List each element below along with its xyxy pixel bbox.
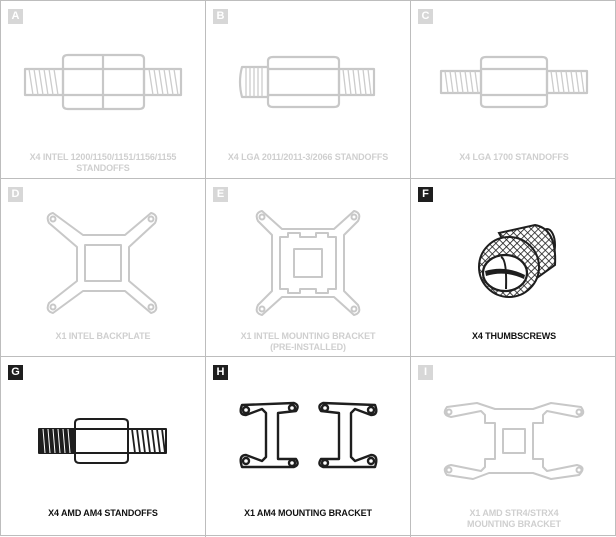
part-caption: X4 INTEL 1200/1150/1151/1156/1155 STANDO…: [29, 152, 177, 173]
thumbscrew-icon: [478, 223, 557, 298]
part-caption: X1 AMD STR4/STRX4 MOUNTING BRACKET: [467, 508, 561, 529]
lga2011-standoff-icon: [238, 55, 376, 109]
intel-backplate-icon: [46, 212, 158, 314]
part-cell-f: F X4 THUMBSCREWS: [411, 179, 616, 357]
part-cell-h: H X1 AM4 MOUNTING BRACKET: [206, 357, 411, 537]
part-caption: X1 AM4 MOUNTING BRACKET: [244, 508, 372, 518]
intel-standoff-icon: [23, 53, 183, 111]
part-letter-badge: F: [418, 187, 433, 202]
part-cell-c: C X4 LGA 1700 STANDOFFS: [411, 1, 616, 179]
part-cell-b: B X4 LGA 2011/2011-3/2066 STANDOFFS: [206, 1, 411, 179]
part-caption: X4 THUMBSCREWS: [471, 331, 557, 341]
amd-am4-standoff-icon: [38, 418, 167, 464]
part-cell-e: E X1 INTEL MOUNTING BRACKET (PRE-INSTALL…: [206, 179, 411, 357]
lga1700-standoff-icon: [439, 55, 589, 109]
part-caption: X4 LGA 2011/2011-3/2066 STANDOFFS: [227, 152, 389, 162]
part-letter-badge: C: [418, 9, 433, 24]
part-letter-badge: B: [213, 9, 228, 24]
part-letter-badge: G: [8, 365, 23, 380]
part-caption: X1 INTEL BACKPLATE: [55, 331, 151, 341]
part-letter-badge: H: [213, 365, 228, 380]
part-caption: X1 INTEL MOUNTING BRACKET (PRE-INSTALLED…: [240, 331, 376, 352]
part-letter-badge: D: [8, 187, 23, 202]
part-cell-g: G X4 AMD AM4 STANDOFFS: [1, 357, 206, 537]
part-caption: X4 AMD AM4 STANDOFFS: [48, 508, 158, 518]
part-letter-badge: A: [8, 9, 23, 24]
amd-str4-bracket-icon: [443, 402, 585, 480]
part-cell-i: I X1 AMD STR4/STRX4 MOUNTING BRACKET: [411, 357, 616, 537]
part-letter-badge: E: [213, 187, 228, 202]
part-letter-badge: I: [418, 365, 433, 380]
part-cell-a: A X4 INTEL 1200/1150/1151/1156/1155 STAN…: [1, 1, 206, 179]
part-caption: X4 LGA 1700 STANDOFFS: [459, 152, 569, 162]
am4-mounting-bracket-icon: [239, 401, 378, 469]
part-cell-d: D X1 INTEL BACKPLATE: [1, 179, 206, 357]
intel-mounting-bracket-icon: [255, 210, 361, 316]
